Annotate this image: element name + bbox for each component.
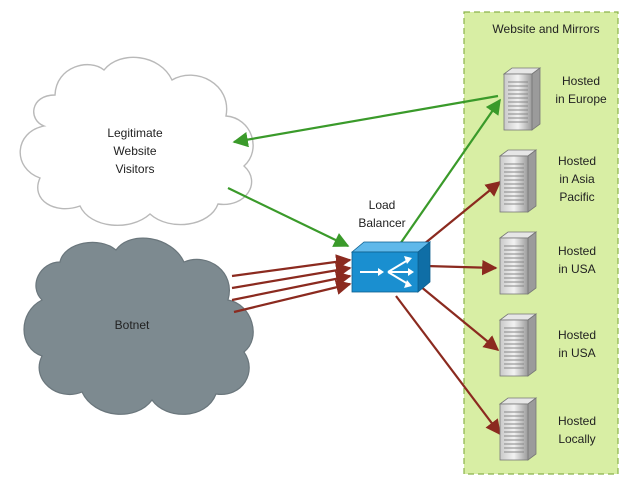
server-label-europe: Hosted in Europe [555,74,607,106]
visitors-cloud [19,56,254,226]
server-label-local: Hosted Locally [557,414,597,446]
arrow-lb-to-usa-2 [419,285,500,351]
arrow-lb-to-europe [399,98,501,245]
server-icon-asia-pacific [499,149,537,213]
arrow-botnet-4 [233,279,352,314]
server-label-asia-pacific: Hosted in Asia Pacific [557,154,597,204]
visitors-label: Legitimate Website Visitors [107,126,163,176]
arrow-botnet-2 [231,262,352,290]
panel-title: Website and Mirrors [492,22,600,36]
arrow-lb-to-local [395,295,501,436]
mirrors-panel [463,11,619,475]
server-label-usa-1: Hosted in USA [557,244,597,276]
arrow-lb-to-asia [423,181,502,245]
arrow-botnet-3 [231,271,352,302]
server-icon-local [499,397,537,461]
arrow-europe-to-visitors [232,94,499,148]
arrow-visitors-to-lb [227,187,350,247]
botnet-label: Botnet [114,318,150,332]
load-balancer-label: Load Balancer [358,198,406,230]
arrow-lb-to-usa-1 [425,259,498,276]
arrow-botnet-1 [231,254,352,278]
server-icon-usa-2 [499,313,537,377]
load-balancer-icon [350,241,432,293]
botnet-cloud [23,237,254,415]
server-icon-usa-1 [499,231,537,295]
server-label-usa-2: Hosted in USA [557,328,597,360]
server-icon-europe [503,67,541,131]
